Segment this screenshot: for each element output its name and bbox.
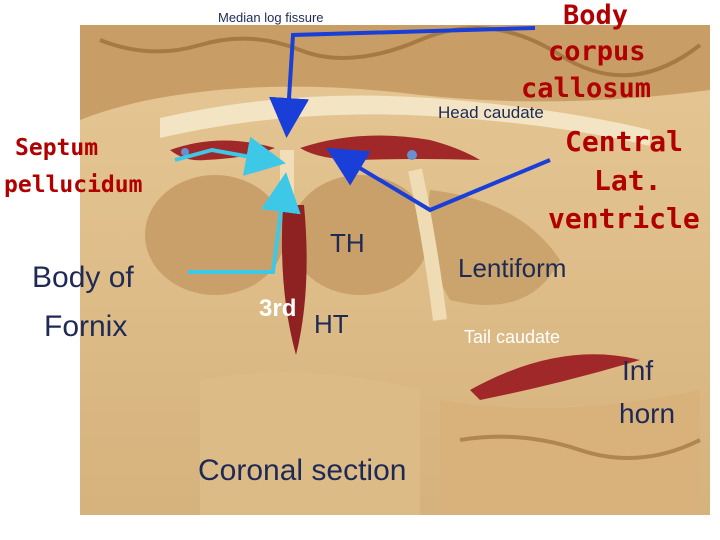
thalamus-left bbox=[145, 175, 285, 295]
label-central-2: Lat. bbox=[594, 164, 662, 197]
label-septum-1: Septum bbox=[15, 135, 99, 161]
label-fornix-2: Fornix bbox=[44, 310, 128, 343]
thalamus-right bbox=[290, 175, 430, 295]
label-tail-caudate: Tail caudate bbox=[464, 327, 561, 347]
label-central-3: ventricle bbox=[548, 202, 700, 235]
choroid-dot bbox=[407, 150, 417, 160]
fornix-arrow bbox=[188, 172, 301, 274]
label-body-corpus-callosum-1: Body bbox=[563, 0, 629, 31]
choroid-dot bbox=[181, 148, 189, 156]
third-ventricle bbox=[281, 205, 307, 355]
lentiform-nucleus bbox=[427, 190, 560, 305]
label-inf-horn-2: horn bbox=[619, 398, 676, 429]
temporal-folds bbox=[459, 434, 701, 460]
label-hypothalamus: HT bbox=[314, 309, 349, 339]
cortex-folds bbox=[99, 26, 702, 78]
label-third-ventricle: 3rd bbox=[259, 295, 297, 322]
label-central-1: Central bbox=[565, 125, 684, 158]
label-median-fissure: Median log fissure bbox=[218, 10, 324, 25]
label-fornix-1: Body of bbox=[32, 261, 134, 294]
label-body-corpus-callosum-2: corpus bbox=[548, 36, 646, 67]
central-ventricle-arrow bbox=[326, 147, 551, 213]
inferior-horn bbox=[470, 354, 640, 400]
label-coronal-section: Coronal section bbox=[198, 454, 407, 487]
septum-arrow bbox=[174, 136, 286, 176]
median-fissure-arrow bbox=[269, 26, 536, 138]
temporal-lobe bbox=[440, 390, 700, 515]
internal-capsule bbox=[408, 168, 447, 321]
label-body-corpus-callosum-3: callosum bbox=[521, 73, 652, 104]
label-head-caudate: Head caudate bbox=[438, 103, 544, 122]
label-septum-2: pellucidum bbox=[4, 172, 143, 198]
label-inf-horn-1: Inf bbox=[622, 355, 654, 386]
label-thalamus: TH bbox=[330, 228, 365, 258]
label-lentiform: Lentiform bbox=[458, 253, 567, 283]
brainstem-region bbox=[200, 372, 420, 515]
